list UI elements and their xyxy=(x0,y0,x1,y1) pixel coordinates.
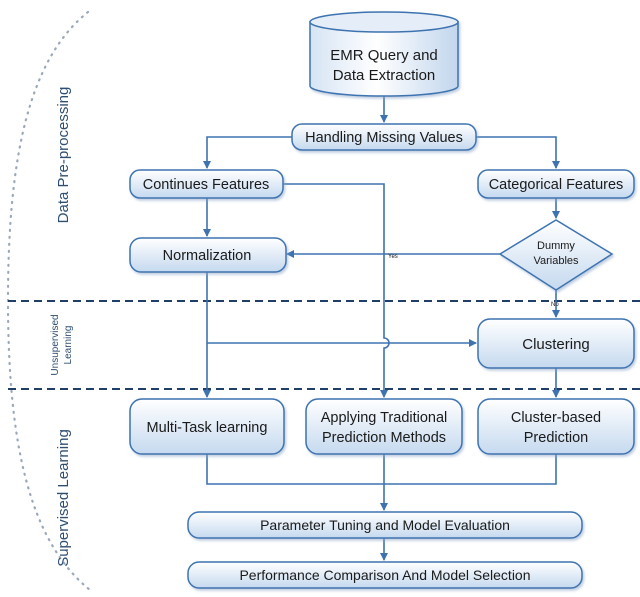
node-categorical-features xyxy=(477,169,635,199)
node-traditional-label-line1: Applying Traditional xyxy=(321,410,448,426)
node-dummy-variables xyxy=(498,219,614,291)
node-parameter-tuning-label: Parameter Tuning and Model Evaluation xyxy=(260,517,510,533)
node-dummy-label-line1: Dummy xyxy=(537,240,575,252)
node-traditional-methods xyxy=(305,398,463,455)
edge-label-no: No xyxy=(551,302,559,308)
section-label-unsupervised-line2: Learning xyxy=(63,326,74,365)
section-label-preprocessing: Data Pre-processing xyxy=(55,87,72,224)
node-performance-comparison xyxy=(187,561,583,589)
section-label-supervised: Supervised Learning xyxy=(55,429,72,567)
node-missing-values xyxy=(291,123,477,151)
node-emr-label-line2: Data Extraction xyxy=(333,67,436,84)
connectors xyxy=(203,96,560,561)
node-parameter-tuning xyxy=(187,511,583,539)
node-clustering xyxy=(477,318,635,369)
node-missing-values-label: Handling Missing Values xyxy=(305,130,463,146)
node-cluster-based xyxy=(477,398,635,455)
node-normalization-label: Normalization xyxy=(163,248,252,264)
node-cluster-based-label-line1: Cluster-based xyxy=(511,410,601,426)
node-categorical-features-label: Categorical Features xyxy=(489,177,624,193)
node-cluster-based-label-line2: Prediction xyxy=(524,430,588,446)
node-multitask-label: Multi-Task learning xyxy=(147,420,268,436)
edge-label-yes: Yes xyxy=(388,254,398,260)
node-emr-database xyxy=(309,11,459,97)
node-continues-features-label: Continues Features xyxy=(143,177,270,193)
node-traditional-label-line2: Prediction Methods xyxy=(322,430,446,446)
node-emr-label-line1: EMR Query and xyxy=(330,47,438,64)
section-label-unsupervised-line1: Unsupervised xyxy=(50,314,61,375)
node-continues-features xyxy=(129,169,284,199)
node-clustering-label: Clustering xyxy=(522,336,590,353)
node-dummy-label-line2: Variables xyxy=(533,255,579,267)
node-normalization xyxy=(129,237,287,273)
node-multitask xyxy=(129,398,285,455)
node-performance-comparison-label: Performance Comparison And Model Selecti… xyxy=(239,567,530,583)
